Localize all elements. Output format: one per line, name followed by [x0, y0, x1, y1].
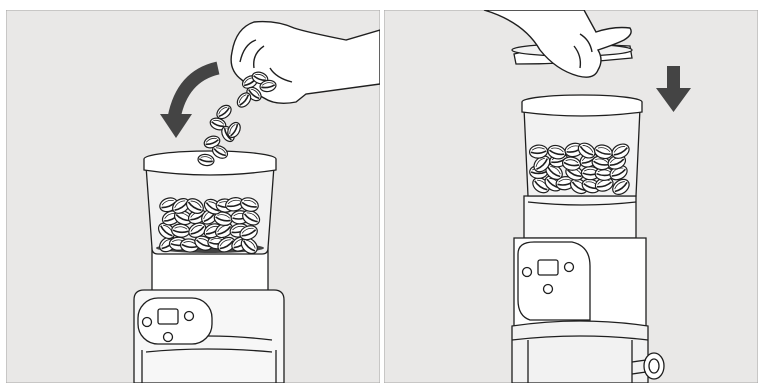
step-2-panel — [384, 10, 758, 383]
step-1-illustration — [6, 10, 380, 383]
step-2-illustration — [384, 10, 758, 383]
display-icon — [518, 242, 590, 320]
coffee-bean-icon — [529, 140, 632, 197]
coffee-bean-icon — [156, 195, 263, 256]
step-1-panel — [6, 10, 380, 383]
